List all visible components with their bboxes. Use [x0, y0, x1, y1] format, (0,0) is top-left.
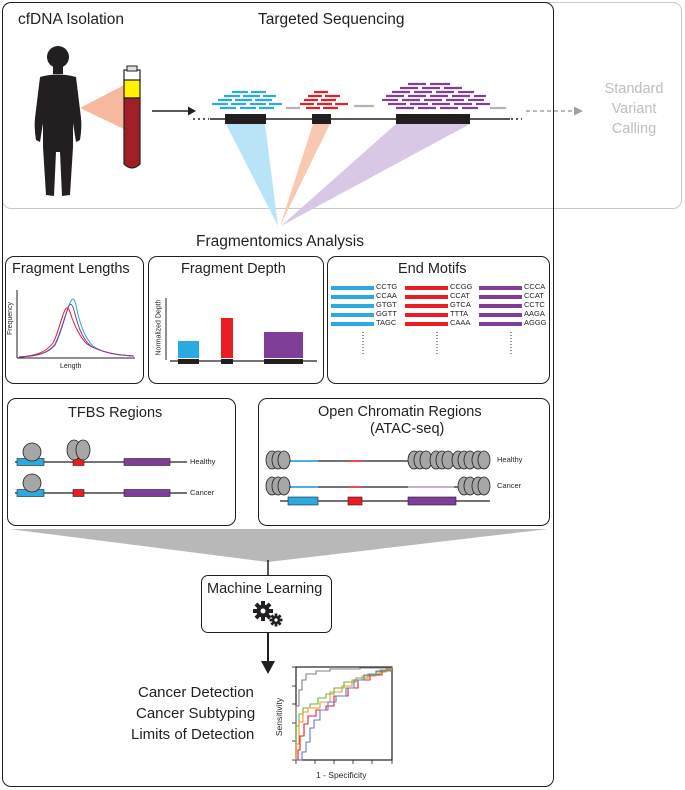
open-chromatin-title-1: Open Chromatin Regions: [318, 404, 482, 420]
human-silhouette-icon: [34, 46, 82, 196]
open-chromatin-title-2: (ATAC-seq): [370, 421, 445, 437]
end-motif: CCTG: [376, 282, 398, 291]
standard-line: Standard: [604, 81, 664, 97]
fragmentomics-analysis-title: Fragmentomics Analysis: [196, 233, 364, 250]
depth-bar-red: [221, 318, 233, 358]
fragment-lengths-xlabel: Length: [60, 363, 82, 370]
end-motif: CCAT: [524, 291, 544, 300]
fragment-lengths-panel: [5, 256, 144, 384]
end-motif: CCAA: [376, 291, 397, 300]
end-motif-ellipsis: [362, 332, 512, 354]
blood-tube-icon: [123, 65, 141, 169]
roc-chart: [292, 666, 393, 764]
end-motif: CCTC: [524, 300, 545, 309]
blue-beam: [226, 124, 278, 226]
roc-xlabel: 1 - Specificity: [316, 770, 367, 780]
calling-line: Calling: [611, 121, 657, 137]
standard-variant-calling-label: Standard Variant Calling: [586, 79, 682, 139]
output-cancer-subtyping: Cancer Subtyping: [136, 705, 256, 722]
merge-funnel: [9, 529, 548, 562]
fragment-depth-title: Fragment Depth: [181, 261, 286, 277]
roc-red-curve: [296, 670, 392, 761]
end-motif: CCCA: [524, 282, 546, 291]
gears-icon: [253, 601, 283, 627]
end-motifs-panel: [327, 256, 550, 384]
roc-ylabel: Sensitivity: [274, 697, 285, 737]
end-motif: AGGG: [524, 318, 547, 327]
tfbs-regions-title: TFBS Regions: [68, 405, 163, 421]
roc-blue-curve: [296, 670, 392, 761]
main-frame: [2, 2, 554, 787]
end-motif: GGTT: [376, 309, 397, 318]
depth-bar-purple: [264, 332, 303, 358]
fragment-lengths-title: Fragment Lengths: [12, 261, 130, 277]
end-motif: GTGT: [376, 300, 397, 309]
end-motif: CCAT: [450, 291, 470, 300]
cfdna-isolation-title: cfDNA Isolation: [18, 11, 124, 28]
open-chromatin-cancer-label: Cancer: [497, 481, 522, 490]
end-motif: CAAA: [450, 318, 471, 327]
variant-line: Variant: [611, 101, 657, 117]
roc-gray-curve: [295, 667, 393, 760]
fragment-lengths-chart: [16, 290, 135, 359]
lavender-beam: [281, 124, 470, 226]
open-chromatin-healthy-label: Healthy: [497, 455, 523, 464]
fragment-depth-chart: [165, 298, 317, 364]
end-motif: CCGG: [450, 282, 473, 291]
tfbs-healthy-label: Healthy: [190, 457, 216, 466]
output-cancer-detection: Cancer Detection: [138, 684, 254, 701]
end-motif: TAGC: [376, 318, 397, 327]
machine-learning-box: [201, 575, 332, 633]
depth-bar-blue: [178, 341, 199, 358]
salmon-beam: [280, 124, 330, 226]
roc-green-curve: [295, 669, 392, 760]
top-graphics: [34, 46, 583, 226]
tfbs-diagram: [15, 439, 187, 497]
open-chromatin-diagram: [265, 450, 491, 506]
blood-draw-cone: [80, 84, 126, 130]
end-motif: GTCA: [450, 300, 471, 309]
end-motifs-title: End Motifs: [398, 261, 467, 277]
end-motif: AAGA: [524, 309, 545, 318]
machine-learning-label: Machine Learning: [207, 581, 323, 597]
output-limits-of-detection: Limits of Detection: [131, 726, 255, 743]
end-motif: TTTA: [450, 309, 469, 318]
targeted-sequencing-title: Targeted Sequencing: [258, 11, 405, 28]
tfbs-cancer-label: Cancer: [190, 488, 215, 497]
